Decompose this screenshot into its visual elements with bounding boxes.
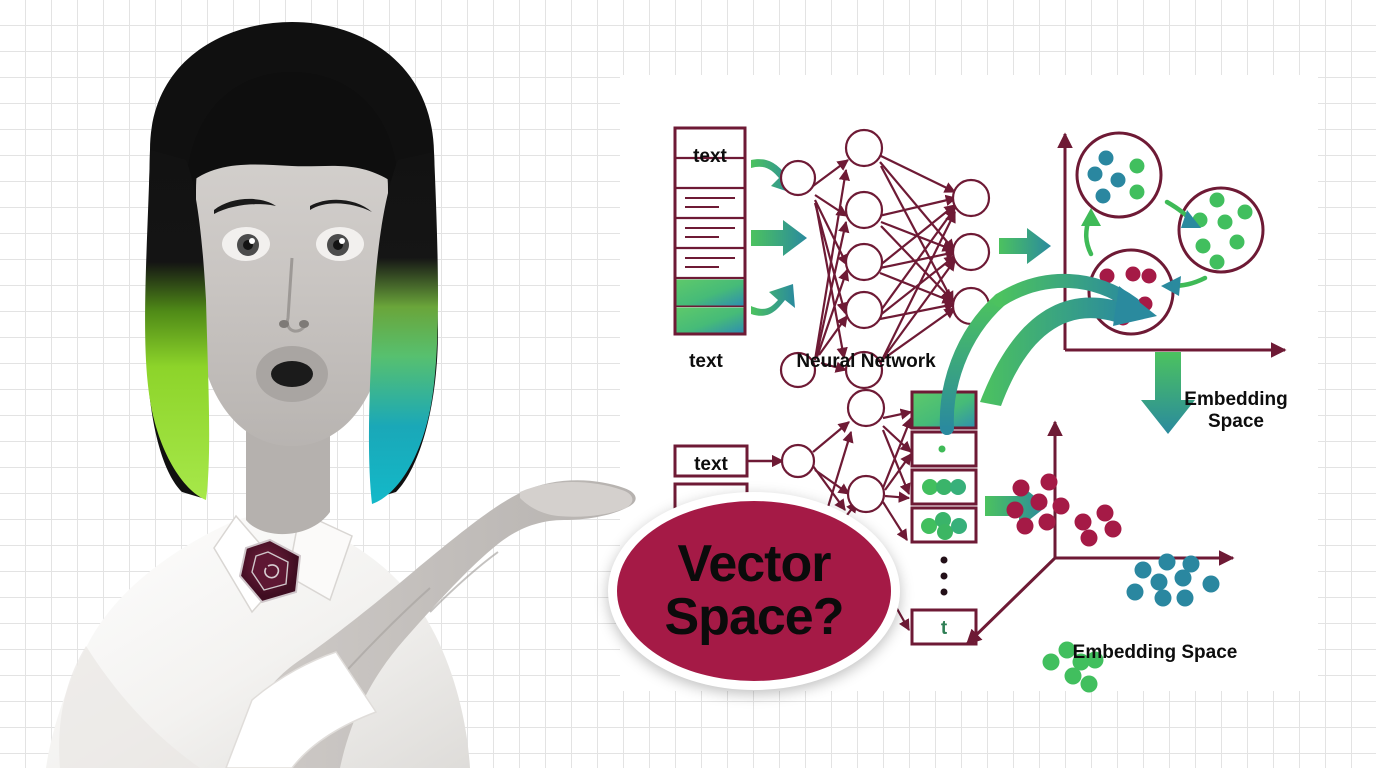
cluster-green-bottom-3d	[1042, 641, 1104, 693]
vector-space-badge-text: Vector Space?	[664, 534, 845, 646]
vector-space-badge[interactable]: Vector Space?	[608, 492, 900, 690]
presenter-brooch	[238, 538, 302, 604]
label-input-text-bottom: text	[694, 454, 728, 475]
big-curve-band	[939, 293, 1007, 435]
vector-cell-dots-3	[910, 468, 978, 506]
cluster-crimson-left-3d	[1006, 473, 1070, 535]
embedding-diagram: t	[673, 126, 1287, 693]
arrow-input-to-network-2	[751, 220, 807, 256]
label-embedding-space-right: Embedding Space	[1184, 389, 1288, 433]
vector-cell-t-label: t	[941, 618, 948, 639]
presenter-hair-right	[368, 152, 438, 504]
cluster-crimson-top-3d	[1074, 504, 1122, 547]
arrow-curved-vectors-to-embedding	[980, 297, 1127, 406]
label-input-text-top: text	[689, 351, 723, 372]
label-neural-network: Neural Network	[796, 351, 936, 372]
cluster-green	[1177, 186, 1265, 274]
badge-line-2: Space?	[664, 588, 845, 646]
presenter-eyebrow-right	[310, 199, 372, 212]
presenter-neck	[246, 430, 330, 535]
presenter-eyes	[222, 227, 364, 261]
presenter-eyebrow-left	[214, 198, 276, 214]
vector-cell-ellipsis	[940, 556, 948, 596]
cluster-teal	[1075, 131, 1163, 219]
cluster-flow-arrowheads	[1081, 208, 1201, 296]
label-stack-text-cell: text	[693, 146, 727, 167]
cluster-teal-right-3d	[1126, 553, 1220, 607]
presenter-photo	[0, 0, 660, 768]
vector-cell-dot-small	[910, 430, 978, 468]
arrow-clusters-to-embedding	[1141, 352, 1195, 434]
input-text-stack-top	[673, 126, 747, 336]
presenter-illustration	[46, 22, 636, 768]
badge-line-1: Vector	[677, 534, 832, 593]
vector-cell-dots-4	[910, 506, 978, 544]
vector-cell-t: t	[910, 608, 978, 646]
label-embedding-space-bottom: Embedding Space	[1072, 642, 1238, 663]
presenter-pointing-hand	[225, 480, 636, 768]
presenter-mouth	[256, 346, 328, 402]
arrow-input-to-network-3	[751, 284, 795, 316]
presenter-hair-left	[145, 150, 210, 500]
embedding-space-axes	[965, 420, 1235, 646]
neural-network-bottom	[780, 388, 913, 631]
arrow-network-to-clusters	[999, 228, 1051, 264]
big-curve-arrowhead	[1113, 286, 1157, 326]
presenter-fringe	[186, 72, 398, 186]
